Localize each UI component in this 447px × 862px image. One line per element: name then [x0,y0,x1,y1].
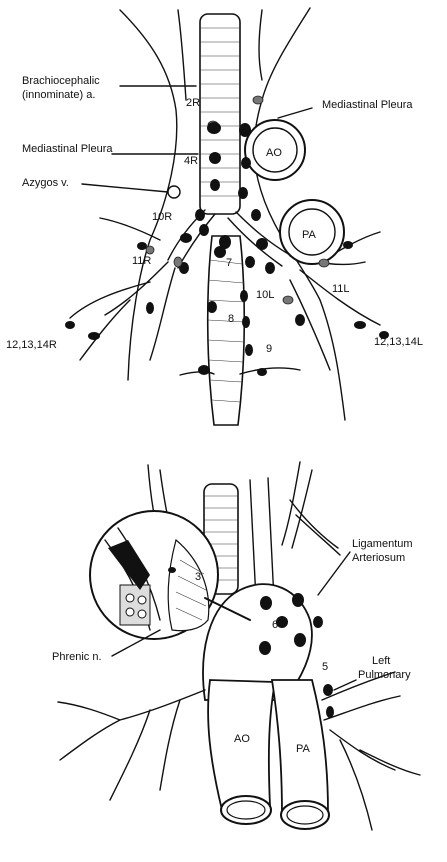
label-station-12-14l: 12,13,14L [374,336,423,348]
bottom-figure: Ligamentum Arteriosum Left Pulmonary Phr… [52,462,420,830]
label-station-10r: 10R [152,211,172,223]
bottom-right-bronchi [58,690,205,800]
esophagus [180,236,300,425]
label-ligamentum-line2: Arteriosum [352,552,405,564]
label-station-3: 3 [195,571,201,583]
top-figure: Brachiocephalic (innominate) a. Mediasti… [6,8,423,425]
label-station-5: 5 [322,661,328,673]
label-mediastinal-pleura-right: Mediastinal Pleura [22,143,113,155]
label-station-10l: 10L [256,289,274,301]
label-station-2r: 2R [186,97,200,109]
label-station-11l: 11L [332,283,350,295]
right-bronchial-tree [70,218,175,360]
label-station-4r: 4R [184,155,198,167]
trachea [200,14,240,214]
label-station-12-14r: 12,13,14R [6,339,57,351]
label-station-8: 8 [228,313,234,325]
label-left-pulmonary-line2: Pulmonary [358,669,411,681]
label-left-pulmonary-line1: Left [372,655,390,667]
label-aorta-top: AO [266,147,282,159]
label-aorta-bottom: AO [234,733,250,745]
bottom-right-contour [282,462,312,548]
leader-mediastinal-pleura-left [278,108,312,118]
label-station-9: 9 [266,343,272,355]
azygos-vein [168,186,180,198]
label-azygos: Azygos v. [22,177,69,189]
leader-left-pulmonary [334,680,356,690]
label-station-11r: 11R [132,255,151,267]
label-phrenic: Phrenic n. [52,651,102,663]
label-mediastinal-pleura-left: Mediastinal Pleura [322,99,413,111]
label-station-7: 7 [226,257,232,269]
leader-ligamentum [318,552,350,595]
label-pa-bottom: PA [296,743,311,755]
label-station-6: 6 [272,619,278,631]
leader-azygos [82,184,168,192]
label-brachiocephalic-line1: Brachiocephalic [22,75,100,87]
bottom-left-bronchi [330,730,420,830]
label-brachiocephalic-line2: (innominate) a. [22,89,95,101]
ascending-aorta [208,680,275,810]
label-ligamentum-line1: Ligamentum [352,538,413,550]
left-outer-contour [259,10,262,80]
label-pa-top: PA [302,229,317,241]
